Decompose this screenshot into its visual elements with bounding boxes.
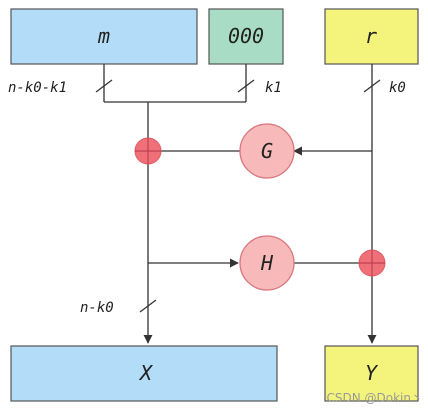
xor-bottom: [358, 249, 386, 277]
box-r-label: r: [365, 24, 377, 48]
node-h-label: H: [260, 251, 274, 275]
slash-marks: [95, 79, 381, 313]
label-k0: k0: [389, 80, 406, 96]
box-m-label: m: [97, 24, 110, 48]
box-y-label: Y: [365, 361, 379, 385]
slash-zeros: [237, 79, 255, 93]
node-h: H: [239, 235, 295, 291]
box-zeros: 000: [208, 8, 284, 65]
label-k1: k1: [265, 80, 282, 96]
watermark: CSDN @Dokin丶: [327, 391, 424, 405]
slash-m: [95, 79, 113, 93]
box-zeros-label: 000: [228, 24, 264, 48]
r-lines: [148, 64, 377, 344]
xor-top: [134, 137, 162, 165]
slash-x: [139, 299, 157, 313]
box-y: Y: [324, 345, 419, 402]
box-x-label: X: [138, 361, 154, 385]
label-n-k0: n-k0: [80, 300, 114, 316]
node-g: G: [239, 123, 295, 179]
merge-lines: [103, 64, 247, 344]
label-n-k0-k1: n-k0-k1: [8, 80, 67, 96]
box-r: r: [324, 8, 419, 65]
box-x: X: [10, 345, 278, 402]
box-m: m: [10, 8, 198, 65]
node-g-label: G: [261, 139, 273, 163]
